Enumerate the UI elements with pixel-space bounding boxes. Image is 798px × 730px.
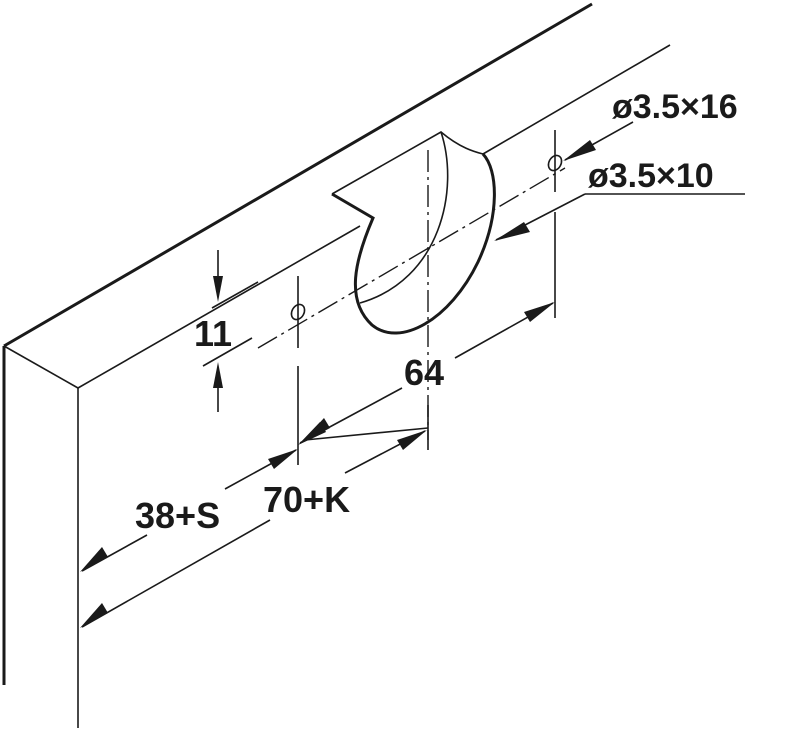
screw-long-label: ø3.5×16 (612, 88, 738, 126)
panel-front-corner-edge (3, 345, 79, 389)
dim70k-label: 70+K (263, 479, 350, 520)
hole-right-icon (547, 154, 563, 172)
dimension-edge-offsets: 38+S 70+K (80, 418, 429, 628)
screw-callouts: ø3.5×16 ø3.5×10 (494, 88, 745, 241)
dim70k-lower-arrow-icon (80, 603, 108, 628)
dim64-label: 64 (404, 352, 444, 393)
dim11-label: 11 (194, 313, 232, 354)
unused (304, 427, 429, 441)
center-lines (257, 150, 566, 440)
screw-short-arrow-icon (494, 222, 530, 241)
dim38s-label: 38+S (135, 495, 220, 536)
cup-inner-arc (359, 131, 449, 304)
dim38s-upper-arrow-icon (268, 449, 298, 469)
cup-outline (331, 152, 496, 335)
panel-front-top-edge-right (482, 44, 671, 155)
dim64-right-arrow-icon (524, 302, 555, 322)
dim11-top-arrow-icon (213, 276, 223, 302)
dim70k-lower-leader (81, 519, 271, 628)
dim38s-lower-arrow-icon (80, 547, 108, 572)
screw-long-arrow-icon (563, 140, 596, 161)
cup-recess (331, 131, 496, 335)
panel-front-top-edge-left (77, 225, 361, 389)
dim11-bottom-ext (202, 337, 253, 367)
panel (2, 2, 671, 728)
screw-short-label: ø3.5×10 (588, 157, 714, 195)
dim70k-upper-arrow-icon (397, 430, 427, 450)
screw-holes (290, 130, 563, 465)
panel-top-back-edge (3, 2, 593, 348)
hole-axis-centerline (257, 167, 566, 349)
hole-left-icon (290, 303, 306, 321)
dimension-11: 11 (194, 250, 259, 412)
dim70k-cup-arrow-icon (300, 418, 330, 444)
dim11-top-ext (211, 281, 259, 309)
